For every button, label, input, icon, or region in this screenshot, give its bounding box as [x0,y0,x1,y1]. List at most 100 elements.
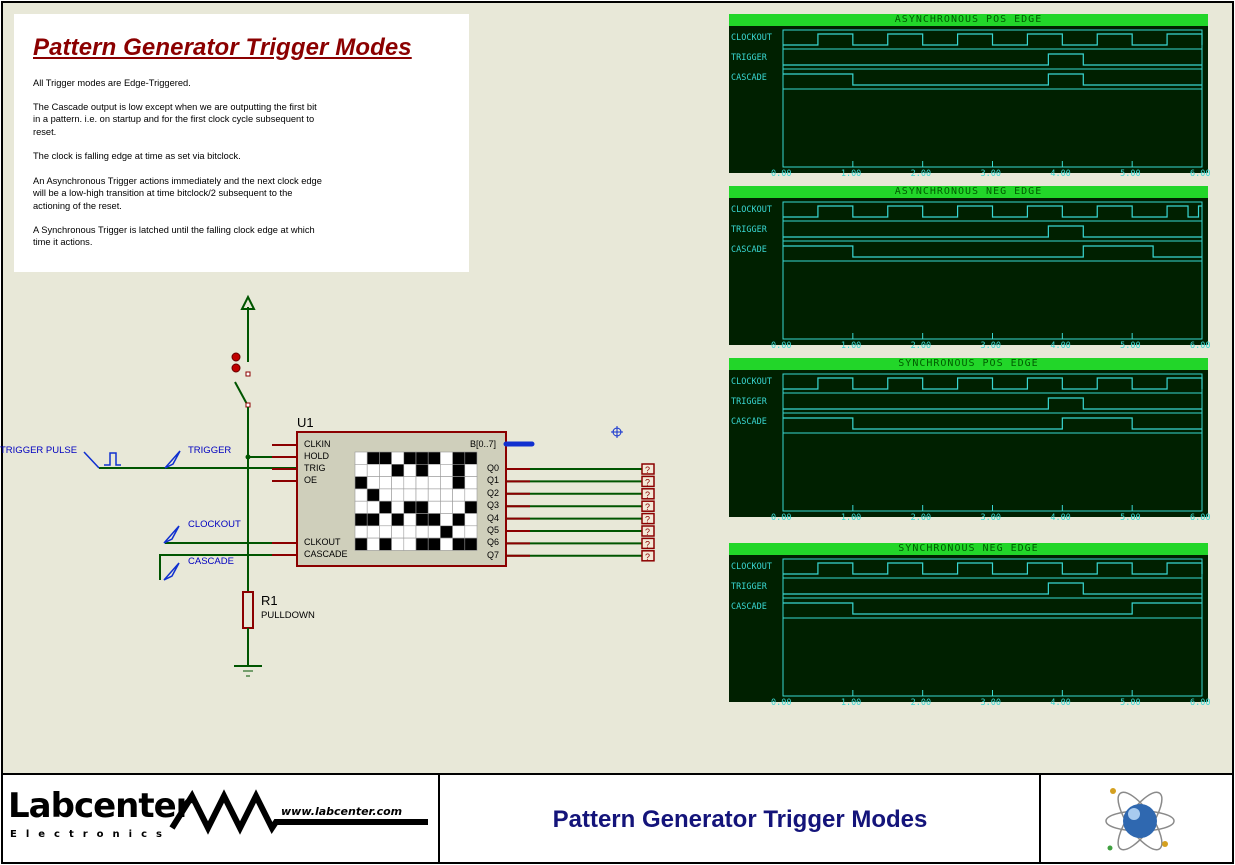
pattern-cell[interactable] [464,463,478,477]
logic-probe[interactable] [641,550,655,562]
cascade-probe-icon[interactable] [163,562,180,581]
logic-probe-state: ? [645,502,650,512]
pattern-cell[interactable] [427,525,441,539]
pattern-cell[interactable] [379,525,392,539]
pattern-cell[interactable] [427,476,441,490]
pattern-cell[interactable] [354,463,368,477]
pattern-cell[interactable] [379,476,392,490]
pattern-cell[interactable] [403,537,417,551]
pattern-cell[interactable] [354,451,368,465]
pattern-cell[interactable] [403,488,417,502]
pattern-cell[interactable] [464,476,478,490]
pattern-cell[interactable] [379,500,392,514]
pattern-cell[interactable] [415,451,429,465]
pattern-cell[interactable] [452,463,466,477]
resistor-r1[interactable] [242,591,254,629]
pattern-cell[interactable] [415,525,429,539]
pattern-cell[interactable] [452,451,466,465]
pattern-cell[interactable] [391,525,405,539]
pattern-cell[interactable] [403,476,417,490]
pattern-cell[interactable] [415,463,429,477]
pattern-cell[interactable] [452,525,466,539]
pattern-cell[interactable] [366,513,380,527]
pattern-cell[interactable] [427,488,441,502]
logic-probe[interactable] [641,488,655,500]
pattern-cell[interactable] [366,537,380,551]
trigger-probe-icon[interactable] [164,450,181,469]
pattern-cell[interactable] [452,537,466,551]
logic-probe[interactable] [641,512,655,525]
pattern-cell[interactable] [415,513,429,527]
pattern-cell[interactable] [440,537,453,551]
pulse-generator-icon[interactable] [83,451,121,469]
clockout-probe-icon[interactable] [163,525,180,544]
pattern-cell[interactable] [440,451,453,465]
pattern-cell[interactable] [354,537,368,551]
pattern-cell[interactable] [403,513,417,527]
pattern-cell[interactable] [379,451,392,465]
pattern-cell[interactable] [464,451,478,465]
pattern-cell[interactable] [464,500,478,514]
pattern-cell[interactable] [440,525,453,539]
pattern-cell[interactable] [452,500,466,514]
pattern-cell[interactable] [379,513,392,527]
pattern-cell[interactable] [403,525,417,539]
pattern-cell[interactable] [415,500,429,514]
pattern-cell[interactable] [464,525,478,539]
logic-probe[interactable] [641,500,655,512]
pattern-cell[interactable] [403,500,417,514]
pattern-cell[interactable] [464,513,478,527]
pattern-cell[interactable] [427,463,441,477]
pattern-cell[interactable] [452,513,466,527]
pattern-cell[interactable] [427,451,441,465]
pattern-cell[interactable] [354,525,368,539]
pattern-cell[interactable] [415,488,429,502]
pattern-cell[interactable] [391,500,405,514]
pattern-cell[interactable] [427,513,441,527]
pattern-cell[interactable] [427,537,441,551]
pattern-cell[interactable] [452,476,466,490]
scope-tick-label: 2.00 [910,341,932,351]
logic-probe[interactable] [641,463,655,475]
pattern-cell[interactable] [464,488,478,502]
pattern-cell[interactable] [391,451,405,465]
logic-probe[interactable] [641,537,655,550]
pattern-cell[interactable] [354,476,368,490]
pattern-cell[interactable] [391,537,405,551]
pattern-cell[interactable] [354,513,368,527]
pattern-cell[interactable] [440,476,453,490]
pattern-cell[interactable] [354,500,368,514]
pattern-cell[interactable] [427,500,441,514]
pattern-cell[interactable] [403,463,417,477]
pattern-cell[interactable] [366,488,380,502]
pattern-cell[interactable] [440,500,453,514]
pattern-cell[interactable] [391,463,405,477]
pattern-cell[interactable] [440,513,453,527]
pattern-cell[interactable] [403,451,417,465]
pattern-cell[interactable] [366,500,380,514]
pattern-cell[interactable] [379,488,392,502]
pattern-cell[interactable] [415,537,429,551]
pattern-cell[interactable] [415,476,429,490]
logic-probe[interactable] [641,475,655,488]
pattern-cell[interactable] [440,463,453,477]
pattern-cell[interactable] [366,525,380,539]
pattern-cell[interactable] [366,476,380,490]
pattern-cell[interactable] [452,488,466,502]
pattern-cell[interactable] [391,476,405,490]
pattern-cell[interactable] [391,488,405,502]
pattern-cell[interactable] [440,488,453,502]
pattern-cell[interactable] [366,451,380,465]
pattern-cell[interactable] [464,537,478,551]
scope-tick-label: 2.00 [910,513,932,523]
pattern-cell[interactable] [391,513,405,527]
pattern-cell[interactable] [354,488,368,502]
pattern-cell[interactable] [379,463,392,477]
logic-probe[interactable] [641,525,655,537]
pattern-cell[interactable] [366,463,380,477]
pattern-cell[interactable] [379,537,392,551]
